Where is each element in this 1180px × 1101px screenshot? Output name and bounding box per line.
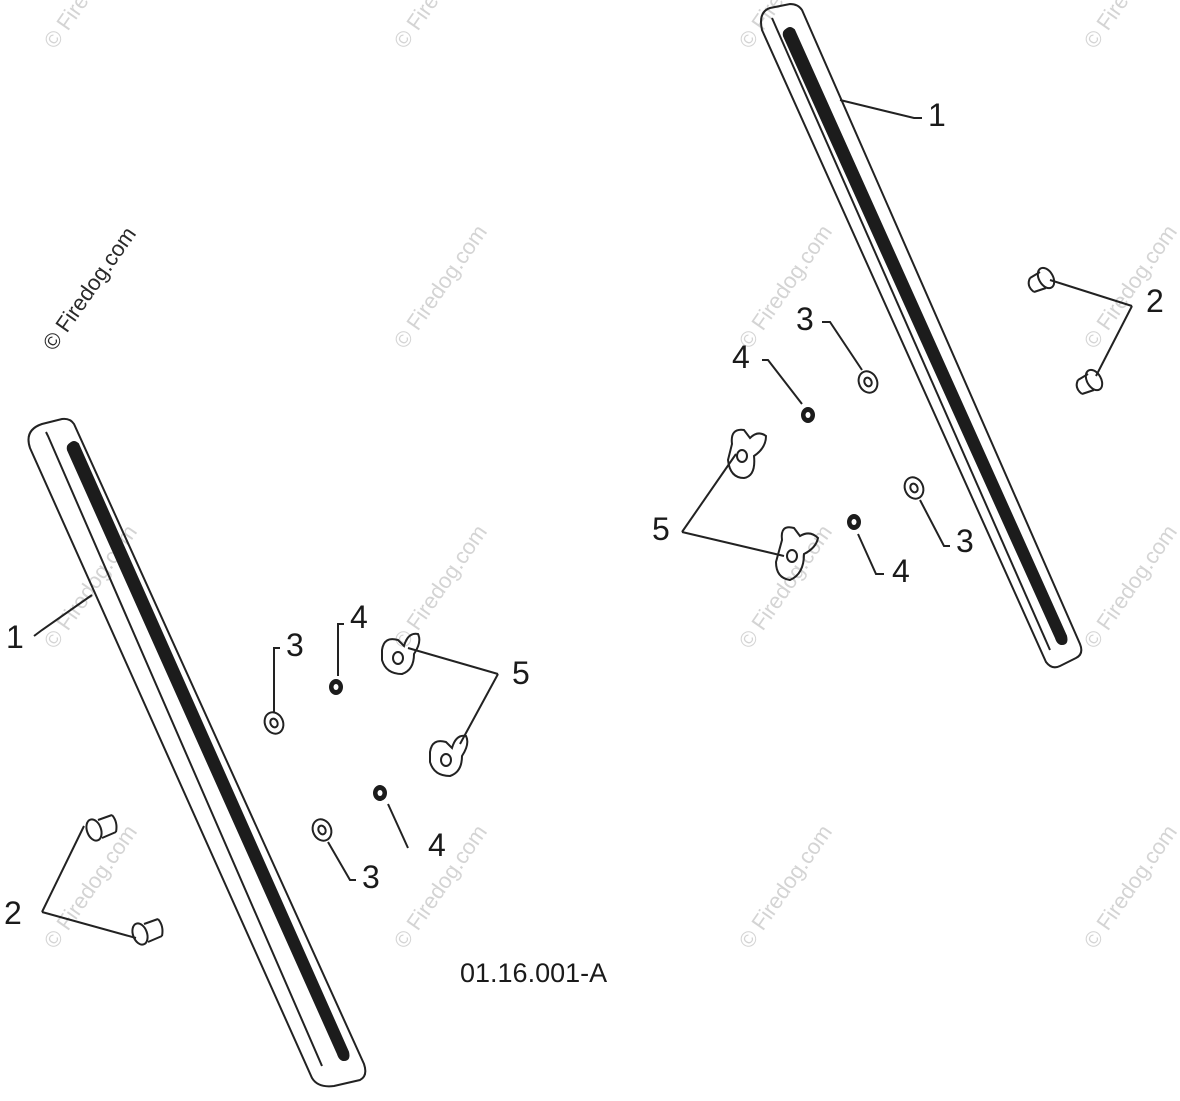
bolt-part-2 <box>85 814 118 842</box>
watermark: © Firedog.com <box>389 520 492 653</box>
wingnut-part-5 <box>381 632 421 676</box>
lockwasher-part-4 <box>329 679 343 695</box>
watermark-prominent: © Firedog.com <box>38 222 141 355</box>
callout-3: 3 <box>956 523 974 559</box>
watermark: © Firedog.com <box>734 220 837 353</box>
callout-5: 5 <box>512 655 530 691</box>
callout-1: 1 <box>6 619 24 655</box>
right-assembly: 1 2 3 4 5 4 3 <box>652 2 1164 669</box>
left-assembly: 1 2 3 4 5 4 3 <box>4 417 530 1088</box>
wingnut-part-5 <box>774 526 820 582</box>
bolt-part-2 <box>1075 368 1104 395</box>
watermark: © Firedog.com <box>389 0 492 53</box>
figure-id: 01.16.001-A <box>460 958 607 988</box>
wingnut-part-5 <box>726 428 768 480</box>
wingnut-part-5 <box>429 734 469 778</box>
leader-lines <box>681 99 1133 575</box>
rail-part-1 <box>760 2 1083 669</box>
callout-5: 5 <box>652 511 670 547</box>
watermark: © Firedog.com <box>1079 820 1180 953</box>
bolt-part-2 <box>131 918 164 946</box>
callout-2: 2 <box>1146 283 1164 319</box>
callout-1: 1 <box>928 97 946 133</box>
washer-part-3 <box>263 711 285 735</box>
callout-3: 3 <box>796 301 814 337</box>
leader-lines <box>33 594 499 939</box>
callout-4: 4 <box>350 599 368 635</box>
washer-part-3 <box>903 476 925 500</box>
watermark: © Firedog.com <box>39 0 142 53</box>
callout-2: 2 <box>4 895 22 931</box>
watermark: © Firedog.com <box>389 220 492 353</box>
watermark: © Firedog.com <box>1079 220 1180 353</box>
watermark: © Firedog.com <box>1079 520 1180 653</box>
bolt-part-2 <box>1027 266 1056 293</box>
washer-part-3 <box>857 370 879 394</box>
rail-part-1 <box>27 417 367 1088</box>
callout-4: 4 <box>892 553 910 589</box>
watermark: © Firedog.com <box>1079 0 1180 53</box>
watermark: © Firedog.com <box>734 520 837 653</box>
callout-4: 4 <box>428 827 446 863</box>
callout-3: 3 <box>286 627 304 663</box>
watermark: © Firedog.com <box>734 820 837 953</box>
watermark: © Firedog.com <box>734 0 837 53</box>
callout-3: 3 <box>362 859 380 895</box>
lockwasher-part-4 <box>801 407 815 423</box>
washer-part-3 <box>311 818 333 842</box>
lockwasher-part-4 <box>847 514 861 530</box>
callout-4: 4 <box>732 339 750 375</box>
lockwasher-part-4 <box>373 785 387 801</box>
